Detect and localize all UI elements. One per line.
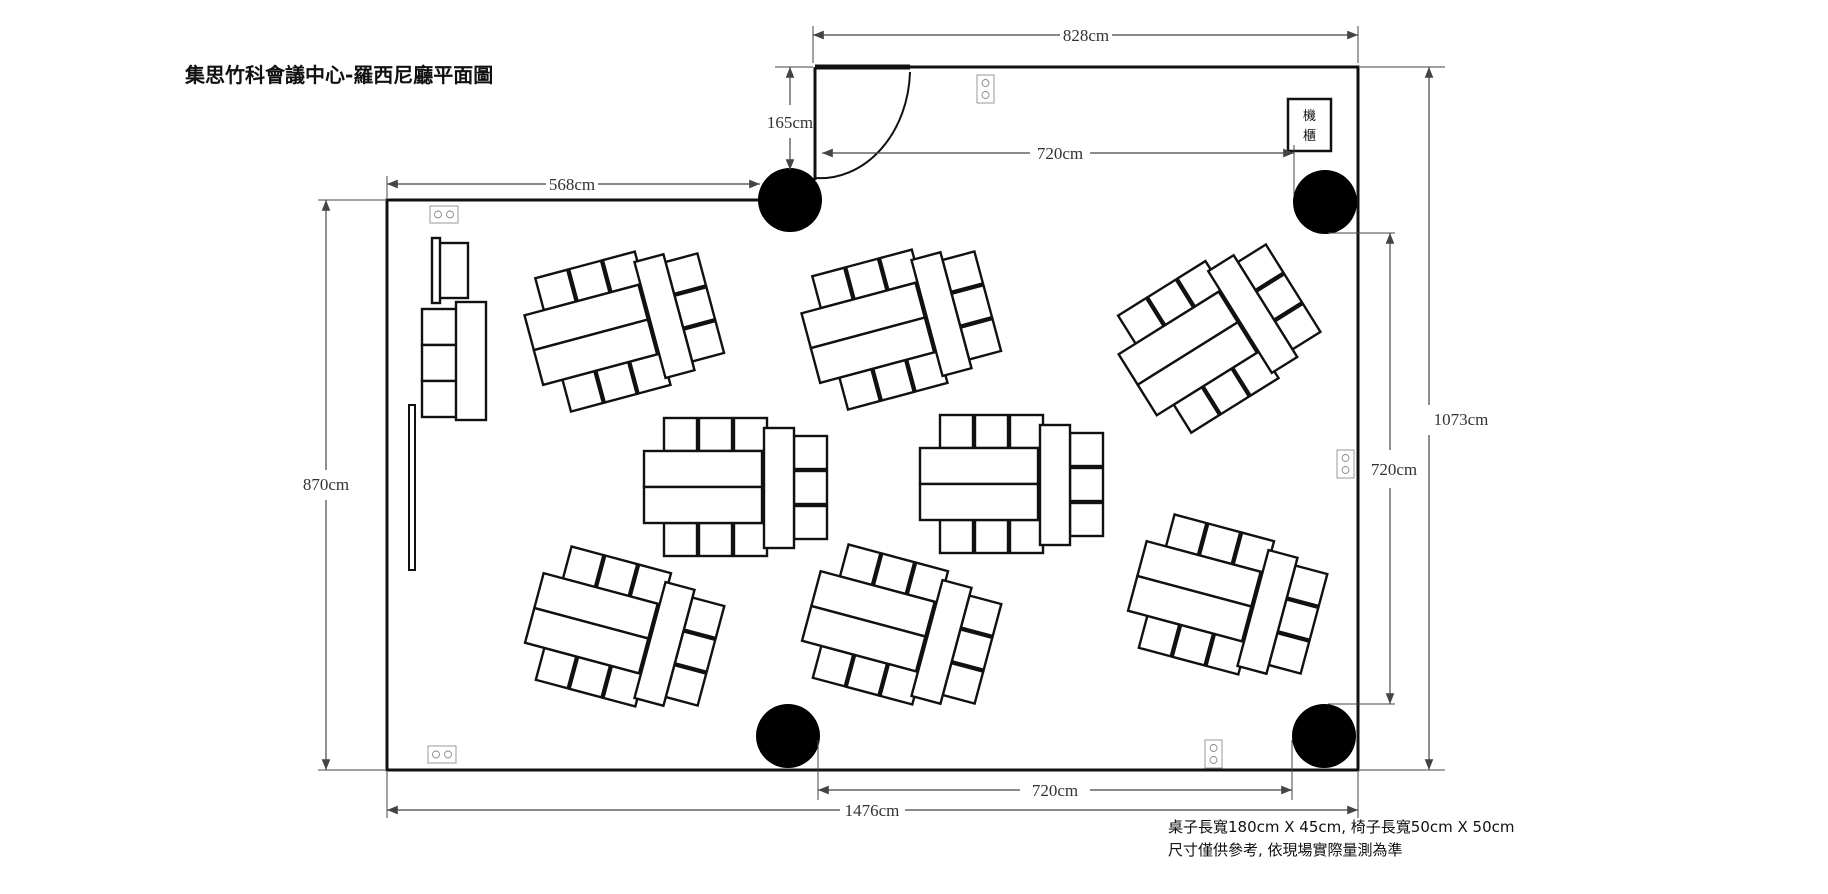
dim-pillar-span-right: 720cm <box>1371 460 1417 479</box>
dim-total-height: 1073cm <box>1434 410 1489 429</box>
table <box>642 485 764 525</box>
chair <box>732 416 769 453</box>
outlet-icon <box>427 745 457 764</box>
outlet-icon <box>1204 739 1223 769</box>
chair <box>732 521 769 558</box>
table <box>910 250 973 378</box>
door-swing <box>814 71 911 180</box>
table <box>809 316 936 385</box>
dim-pillar-span-top: 720cm <box>1037 144 1083 163</box>
table <box>918 446 1040 486</box>
table-group-1 <box>523 250 726 414</box>
table <box>642 449 764 489</box>
table <box>800 604 927 673</box>
chair <box>792 469 829 506</box>
table-group-6 <box>523 545 726 708</box>
table <box>1236 548 1299 676</box>
speaker-table <box>420 300 488 422</box>
cabinet <box>1286 97 1333 153</box>
outlet-icon <box>1336 449 1355 479</box>
pillar-top-left <box>758 168 822 232</box>
note-disclaimer: 尺寸僅供參考, 依現場實際量測為準 <box>1168 841 1403 859</box>
table <box>1126 574 1253 643</box>
chair <box>938 518 975 555</box>
chair <box>1068 501 1105 538</box>
chair <box>662 416 699 453</box>
table <box>633 252 696 380</box>
dim-door-offset: 165cm <box>767 113 813 132</box>
table-group-7 <box>800 543 1003 706</box>
whiteboard <box>408 404 416 571</box>
dim-left-wall-segment: 568cm <box>549 175 595 194</box>
chair <box>1008 518 1045 555</box>
table <box>1206 253 1299 375</box>
cabinet-label-2: 櫃 <box>1303 129 1316 144</box>
chair <box>1068 466 1105 503</box>
room-wall <box>385 65 1360 772</box>
table-group-5 <box>918 413 1105 555</box>
chair <box>662 521 699 558</box>
chair <box>938 413 975 450</box>
chair <box>1008 413 1045 450</box>
pillar-bottom-right <box>1292 704 1356 768</box>
outlet-icon <box>429 205 459 224</box>
table <box>1038 423 1072 547</box>
pillar-bottom-left <box>756 704 820 768</box>
note-sizes: 桌子長寬180cm X 45cm, 椅子長寬50cm X 50cm <box>1168 818 1515 836</box>
table <box>910 578 973 706</box>
table-group-3 <box>1116 242 1323 435</box>
table <box>523 606 650 675</box>
pillar-top-right <box>1293 170 1357 234</box>
table <box>1136 320 1259 417</box>
chair <box>697 521 734 558</box>
table <box>918 482 1040 522</box>
table <box>633 580 696 708</box>
chair <box>697 416 734 453</box>
table <box>762 426 796 550</box>
dim-total-width: 1476cm <box>845 801 900 820</box>
chair <box>973 413 1010 450</box>
cabinet-label-1: 機 <box>1303 109 1316 124</box>
chair <box>792 434 829 471</box>
outlet-icon <box>976 74 995 104</box>
chair <box>1068 431 1105 468</box>
chair <box>973 518 1010 555</box>
dim-top-width: 828cm <box>1063 26 1109 45</box>
table-group-2 <box>800 248 1003 412</box>
dim-pillar-span-bottom: 720cm <box>1032 781 1078 800</box>
table <box>532 318 659 387</box>
table-group-4 <box>642 416 829 558</box>
chair <box>792 504 829 541</box>
table-groups <box>523 242 1329 708</box>
plan-title: 集思竹科會議中心-羅西尼廳平面圖 <box>184 63 493 87</box>
podium <box>430 236 470 305</box>
dim-left-height: 870cm <box>303 475 349 494</box>
table-group-8 <box>1126 513 1329 676</box>
